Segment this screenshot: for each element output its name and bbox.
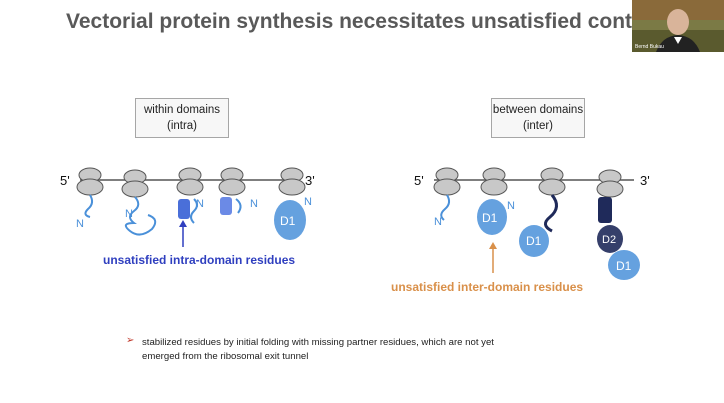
domain-r2-d1 xyxy=(477,199,507,235)
d2-label-r4: D2 xyxy=(602,234,616,246)
inter-domain-box: between domains (inter) xyxy=(491,98,585,138)
intra-helix-2 xyxy=(220,197,232,215)
nascent-chain-r1 xyxy=(440,194,451,221)
inter-caption: unsatisfied inter-domain residues xyxy=(391,280,584,294)
left-5prime-label: 5' xyxy=(60,173,70,188)
intra-domain-box: within domains (intra) xyxy=(135,98,229,138)
folded-domain-d1 xyxy=(274,200,306,240)
ribosome-r1 xyxy=(433,167,461,196)
nascent-chain-1 xyxy=(84,194,94,218)
d1-label-r4: D1 xyxy=(616,259,632,273)
right-3prime-label: 3' xyxy=(640,173,650,188)
ribosome-2 xyxy=(121,169,149,198)
domain-r4-d2-helix xyxy=(598,197,612,223)
d1-label-r3: D1 xyxy=(526,234,542,248)
left-3prime-label: 3' xyxy=(305,173,315,188)
webcam-video: Bernd Bukau xyxy=(632,0,724,52)
ribosome-r3 xyxy=(538,167,566,196)
n-label-r2: N xyxy=(507,200,515,212)
speaker-name: Bernd Bukau xyxy=(635,44,664,50)
inter-box-line2: (inter) xyxy=(522,120,554,132)
domain-r3-d1 xyxy=(519,225,549,257)
bullet-line-1: stabilized residues by initial folding w… xyxy=(142,337,494,348)
domain-r4-d2 xyxy=(597,225,623,253)
inter-box-line1: between domains xyxy=(492,104,584,116)
intra-box-line2: (intra) xyxy=(166,120,198,132)
ribosome-5 xyxy=(278,167,306,196)
n-label-2: N xyxy=(125,208,133,220)
n-label-3: N xyxy=(196,198,204,210)
inter-domain-diagram: 5' 3' N N D1 D1 D2 D1 xyxy=(414,167,650,280)
ribosome-3 xyxy=(176,167,204,196)
bullet-line-2: emerged from the ribosomal exit tunnel xyxy=(142,351,309,362)
intra-domain-diagram: 5' 3' N N N N N D1 xyxy=(60,167,315,247)
slide-title: Vectorial protein synthesis necessitates… xyxy=(66,10,644,33)
d1-label-r2: D1 xyxy=(482,211,498,225)
ribosome-r2 xyxy=(480,167,508,196)
domain-r3-linker xyxy=(544,194,558,233)
webcam-frame xyxy=(632,0,724,52)
nascent-chain-2 xyxy=(124,196,157,236)
d1-label-left: D1 xyxy=(280,214,296,228)
intra-helix-1 xyxy=(178,199,190,219)
intra-box-line1: within domains xyxy=(143,104,221,116)
n-label-5: N xyxy=(304,196,312,208)
ribosome-r4 xyxy=(596,169,624,198)
n-label-1: N xyxy=(76,218,84,230)
bullet-text: stabilized residues by initial folding w… xyxy=(142,336,582,364)
right-5prime-label: 5' xyxy=(414,173,424,188)
intra-caption: unsatisfied intra-domain residues xyxy=(103,253,296,267)
ribosome-4 xyxy=(218,167,246,196)
domain-r4-d1 xyxy=(608,250,640,280)
n-label-r1: N xyxy=(434,216,442,228)
ribosome-1 xyxy=(76,167,104,196)
n-label-4: N xyxy=(250,198,258,210)
bullet-marker: ➢ xyxy=(126,335,135,346)
